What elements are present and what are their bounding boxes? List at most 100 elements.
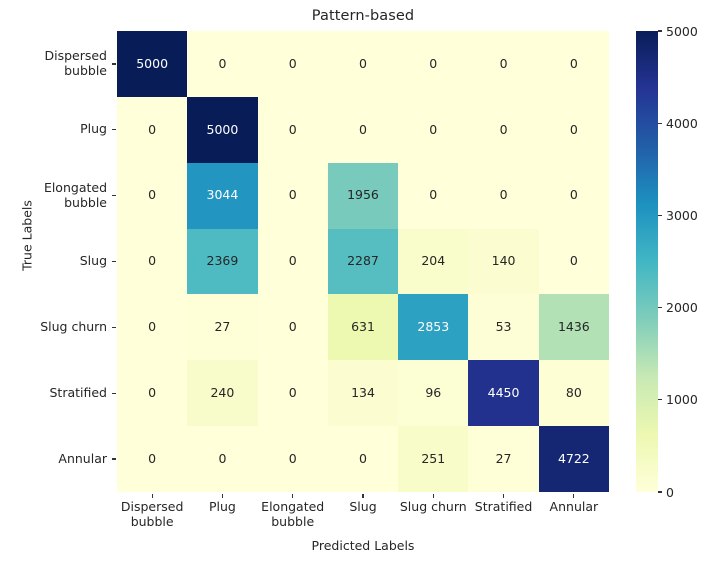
colorbar-tick-mark [658, 399, 662, 401]
colorbar-tick-text: 1000 [666, 392, 698, 408]
colorbar-tick: 5000 [658, 24, 698, 39]
x-tick-mark [328, 492, 398, 499]
x-tick-label: Annular [549, 499, 599, 514]
heatmap-cell: 0 [398, 31, 469, 97]
y-tick-label: Dispersed bubble [44, 48, 107, 78]
heatmap-cell: 1436 [538, 294, 609, 361]
y-tick-label: Plug [80, 121, 107, 137]
heatmap-cell: 96 [398, 360, 469, 427]
heatmap-cell: 0 [257, 294, 328, 361]
heatmap-cell: 53 [468, 294, 539, 361]
heatmap-cell: 2853 [398, 294, 469, 361]
x-axis-label: Predicted Labels [311, 538, 415, 553]
heatmap-cell: 0 [117, 360, 188, 427]
colorbar-tick-labels: 0 1000 2000 3000 4000 5000 [658, 24, 718, 500]
x-tick-label: Slug [349, 499, 377, 514]
heatmap-cell: 0 [468, 31, 539, 97]
heatmap-cell: 1956 [327, 162, 399, 229]
heatmap-cell: 0 [117, 228, 188, 295]
heatmap-cell: 2287 [327, 228, 399, 295]
colorbar-gradient [636, 31, 658, 492]
y-tick-mark [110, 294, 117, 360]
x-tick-label: Dispersed bubble [120, 499, 184, 529]
heatmap-cell: 2369 [187, 228, 258, 295]
heatmap-cell: 27 [187, 294, 258, 361]
x-tick-label: Plug [208, 499, 236, 514]
heatmap-cell: 240 [187, 360, 258, 427]
heatmap-cell: 134 [327, 360, 399, 427]
x-axis-tick-labels: Dispersed bubble Plug Elongated bubble Slug… [117, 499, 609, 530]
heatmap-cell: 251 [398, 426, 469, 492]
colorbar-tick-text: 2000 [666, 300, 698, 316]
x-tick-mark [258, 492, 328, 499]
y-tick-mark [110, 229, 117, 295]
heatmap-cell: 0 [398, 162, 469, 229]
y-tick-label: Slug churn [40, 318, 107, 334]
colorbar-tick-mark [658, 214, 662, 216]
colorbar-tick: 1000 [658, 392, 698, 408]
heatmap-cell: 204 [398, 228, 469, 295]
heatmap-cell: 0 [538, 96, 609, 163]
colorbar-tick-text: 0 [666, 484, 674, 500]
heatmap-cell: 0 [327, 31, 399, 97]
heatmap-cell: 0 [117, 162, 188, 229]
colorbar-tick: 0 [658, 484, 674, 500]
heatmap-cell: 0 [257, 426, 328, 492]
heatmap-cell: 5000 [117, 31, 188, 97]
heatmap-cell: 0 [257, 360, 328, 427]
y-tick-label: Slug [79, 253, 107, 269]
heatmap-cell: 3044 [187, 162, 258, 229]
x-tick-mark [539, 492, 609, 499]
colorbar [636, 31, 658, 492]
heatmap-cell: 0 [187, 426, 258, 492]
heatmap-cell: 140 [468, 228, 539, 295]
colorbar-tick: 4000 [658, 116, 698, 131]
x-tick-mark [187, 492, 257, 499]
x-tick-mark [117, 492, 187, 499]
heatmap-cell: 0 [398, 96, 469, 163]
heatmap-cell: 4722 [538, 426, 609, 492]
y-tick-label: Stratified [49, 384, 107, 400]
x-tick-mark [398, 492, 468, 499]
colorbar-tick-mark [658, 491, 662, 493]
y-tick-mark [110, 360, 117, 426]
heatmap-cell: 0 [468, 162, 539, 229]
x-tick-label: Stratified [474, 499, 533, 514]
y-tick-label: Elongated bubble [43, 179, 107, 210]
colorbar-tick-text: 3000 [666, 207, 698, 223]
heatmap-cell: 0 [538, 228, 609, 295]
heatmap-cell: 0 [257, 162, 328, 229]
colorbar-tick: 2000 [658, 300, 698, 316]
heatmap-cell: 0 [538, 162, 609, 229]
heatmap-cell: 0 [187, 31, 258, 97]
y-tick-mark [110, 97, 117, 163]
heatmap-cell: 4450 [468, 360, 539, 427]
heatmap-cell: 0 [257, 228, 328, 295]
heatmap-cell: 0 [327, 96, 399, 163]
colorbar-tick: 3000 [658, 207, 698, 223]
heatmap-cell: 5000 [187, 96, 258, 163]
heatmap-cell: 0 [117, 426, 188, 492]
heatmap-cell: 0 [538, 31, 609, 97]
heatmap-cell: 80 [538, 360, 609, 427]
y-tick-label: Annular [58, 450, 107, 466]
heatmap-cell: 631 [327, 294, 399, 361]
colorbar-tick-mark [658, 30, 662, 32]
y-tick-mark [110, 163, 117, 229]
heatmap-cell: 0 [117, 294, 188, 361]
heatmap-cell: 0 [257, 31, 328, 97]
heatmap-cell: 0 [468, 96, 539, 163]
x-tick-mark [468, 492, 538, 499]
x-axis-tick-marks [117, 492, 609, 499]
heatmap-cell: 0 [327, 426, 399, 492]
x-tick-label: Elongated bubble [261, 499, 325, 529]
heatmap-cell: 0 [117, 96, 188, 163]
page-title: Pattern-based [311, 8, 415, 24]
heatmap-cell: 0 [257, 96, 328, 163]
colorbar-tick-mark [658, 307, 662, 309]
y-tick-mark [110, 426, 117, 492]
colorbar-tick-mark [658, 122, 662, 124]
